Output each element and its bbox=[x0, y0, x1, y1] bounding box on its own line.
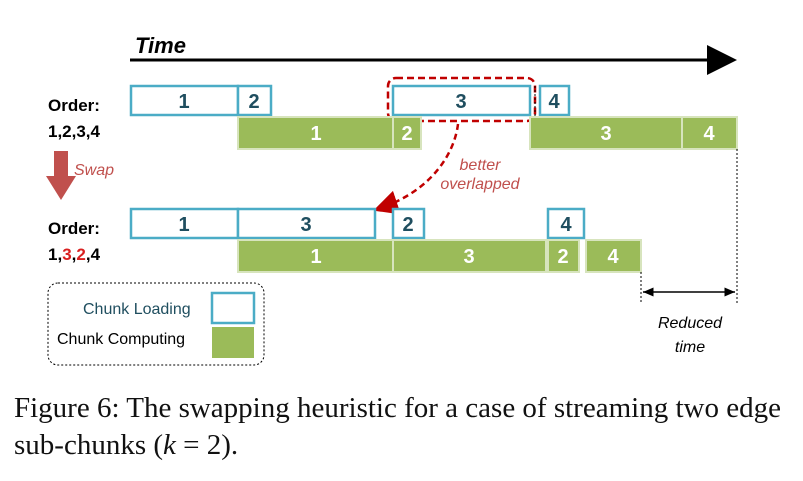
computing-label-2-top: 2 bbox=[401, 123, 412, 145]
loading-label-4-top: 4 bbox=[548, 91, 560, 113]
computing-label-1-bottom: 1 bbox=[310, 246, 321, 268]
curved-dashed-arrow bbox=[373, 123, 460, 215]
loading-chunk-3-top bbox=[391, 84, 532, 117]
loading-label-2-top: 2 bbox=[248, 91, 259, 113]
order-value-bottom: 1,3,2,4 bbox=[48, 245, 101, 264]
loading-label-3-top: 3 bbox=[455, 91, 466, 113]
loading-label-1-bottom: 1 bbox=[178, 214, 189, 236]
computing-label-1-top: 1 bbox=[310, 123, 321, 145]
caption-suffix: ). bbox=[221, 429, 239, 461]
computing-chunk-1-bottom bbox=[237, 239, 394, 273]
computing-label-2-bottom: 2 bbox=[557, 246, 568, 268]
loading-chunk-1-top bbox=[129, 84, 240, 117]
top-loading-chunks: 1 2 3 4 bbox=[129, 84, 571, 117]
swap-label: Swap bbox=[74, 162, 114, 179]
top-computing-chunks: 1 2 3 4 bbox=[237, 116, 738, 150]
annotation-line-1: better bbox=[460, 157, 502, 174]
caption-equals: = 2 bbox=[175, 429, 222, 461]
loading-chunk-1-bottom bbox=[129, 207, 240, 240]
reduced-time-line-2: time bbox=[675, 339, 705, 356]
computing-chunk-1-top bbox=[237, 116, 394, 150]
computing-label-3-bottom: 3 bbox=[463, 246, 474, 268]
legend-frame bbox=[47, 282, 265, 366]
order-part-4: 2 bbox=[76, 245, 85, 264]
figure-caption: Figure 6: The swapping heuristic for a c… bbox=[14, 390, 799, 464]
loading-label-2-bottom: 2 bbox=[402, 214, 413, 236]
order-part-1: 1, bbox=[48, 245, 62, 264]
computing-chunk-2-top bbox=[392, 116, 422, 150]
loading-chunk-3-bottom bbox=[236, 207, 377, 240]
bottom-computing-chunks: 1 3 2 4 bbox=[237, 239, 642, 273]
loading-chunk-2-bottom bbox=[391, 207, 426, 240]
computing-label-4-bottom: 4 bbox=[607, 246, 619, 268]
legend-loading-swatch bbox=[210, 291, 256, 325]
legend: Chunk Loading Chunk Computing bbox=[47, 282, 265, 366]
order-value-top: 1,2,3,4 bbox=[48, 122, 101, 141]
loading-chunk-2-top bbox=[236, 84, 273, 117]
computing-chunk-4-top bbox=[681, 116, 738, 150]
caption-prefix: Figure 6: The swapping heuristic for a c… bbox=[14, 392, 781, 461]
loading-label-1-top: 1 bbox=[178, 91, 189, 113]
bottom-loading-chunks: 1 3 2 4 bbox=[129, 207, 586, 240]
computing-chunk-4-bottom bbox=[585, 239, 642, 273]
order-part-2: 3 bbox=[62, 245, 71, 264]
time-label: Time bbox=[135, 33, 186, 58]
order-label-top: Order: bbox=[48, 96, 100, 115]
order-part-3: , bbox=[72, 245, 77, 264]
loading-label-4-bottom: 4 bbox=[560, 214, 572, 236]
reduced-time-line-1: Reduced bbox=[658, 315, 723, 332]
legend-computing-label: Chunk Computing bbox=[57, 331, 185, 348]
computing-label-3-top: 3 bbox=[600, 123, 611, 145]
computing-chunk-3-bottom bbox=[392, 239, 547, 273]
computing-label-4-top: 4 bbox=[703, 123, 715, 145]
computing-chunk-3-top bbox=[529, 116, 683, 150]
annotation-line-2: overlapped bbox=[440, 176, 520, 193]
caption-math-k: k bbox=[163, 429, 176, 461]
loading-chunk-4-top bbox=[538, 84, 571, 117]
swap-arrow-icon bbox=[46, 151, 76, 200]
order-label-bottom: Order: bbox=[48, 219, 100, 238]
legend-computing-swatch bbox=[212, 327, 254, 358]
legend-loading-label: Chunk Loading bbox=[83, 301, 191, 318]
loading-label-3-bottom: 3 bbox=[300, 214, 311, 236]
loading-chunk-4-bottom bbox=[546, 207, 586, 240]
order-part-5: ,4 bbox=[86, 245, 101, 264]
computing-chunk-2-bottom bbox=[547, 239, 580, 273]
